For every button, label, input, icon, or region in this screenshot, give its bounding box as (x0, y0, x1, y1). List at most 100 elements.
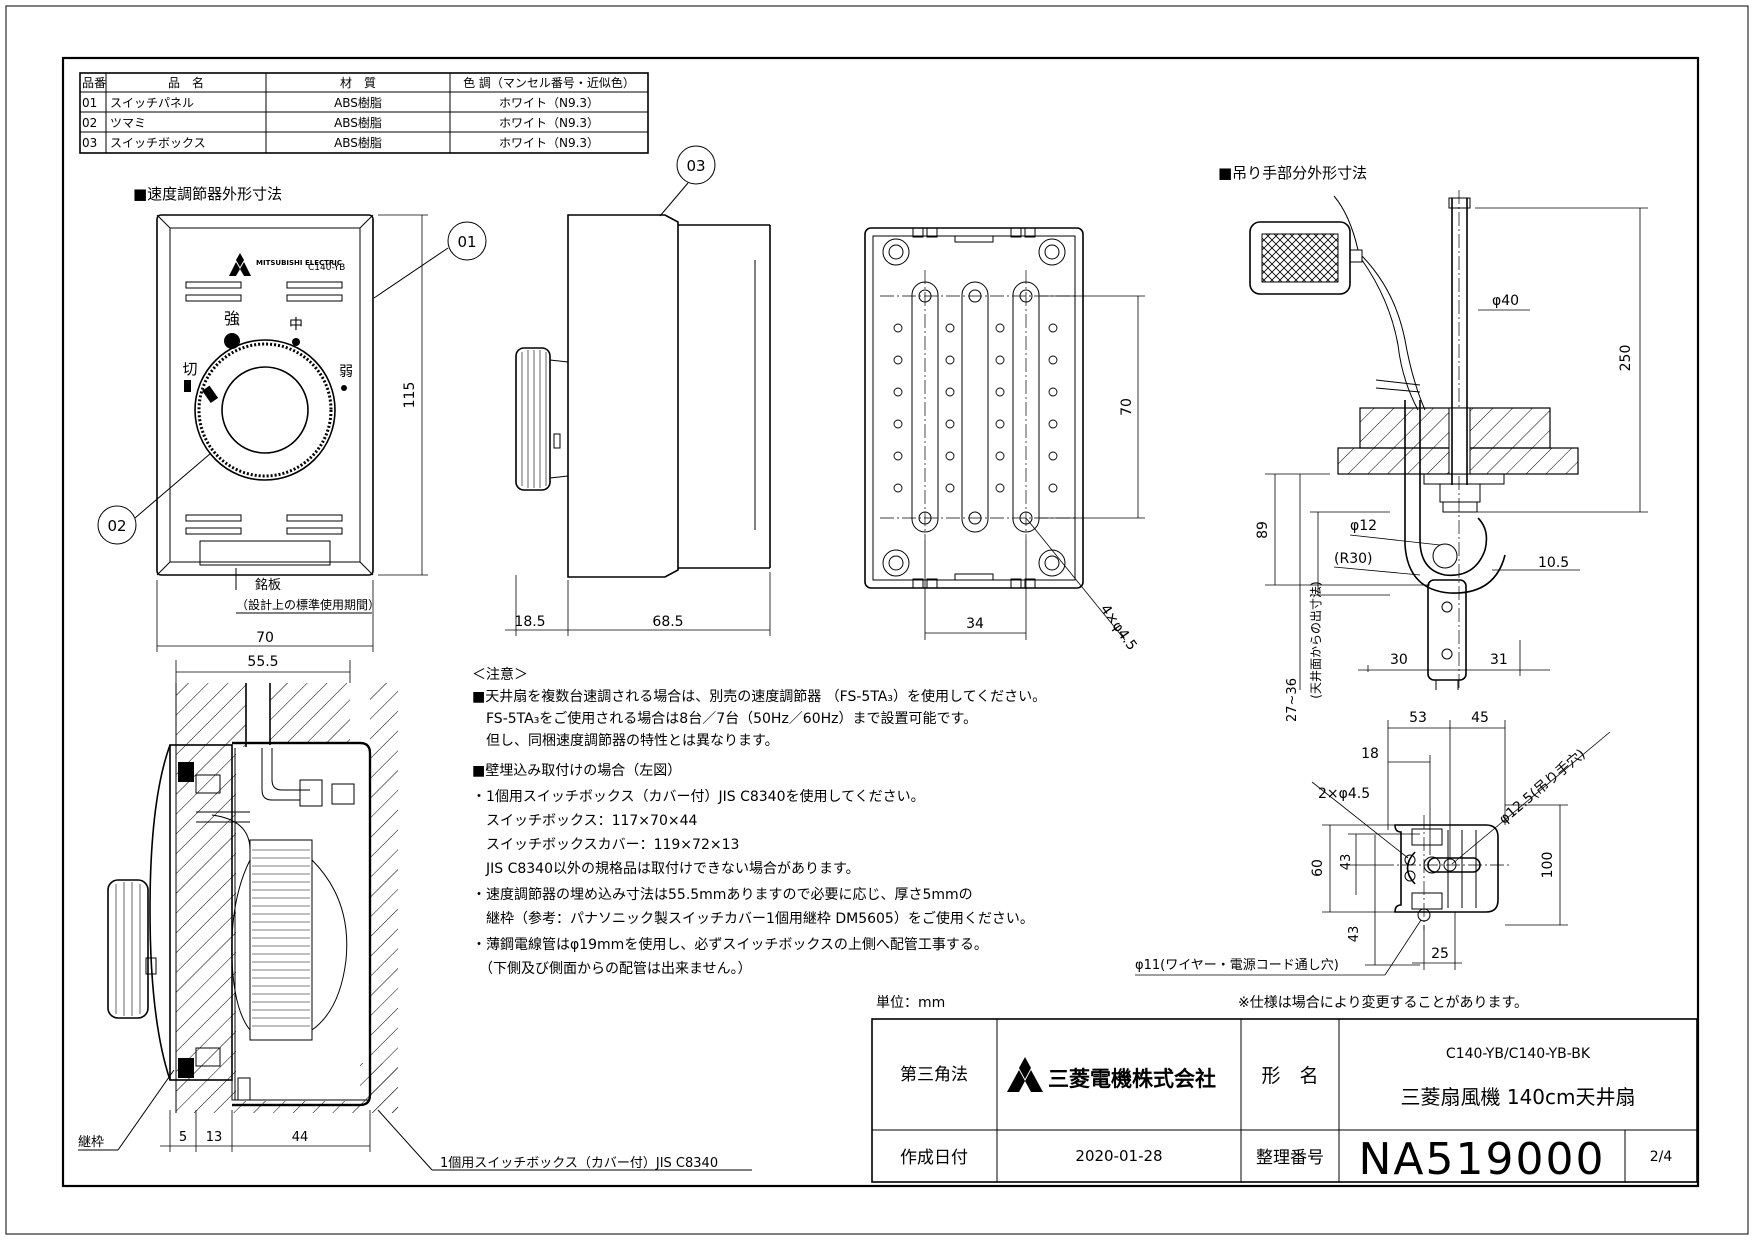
svg-text:01: 01 (457, 233, 476, 251)
knob-center (221, 366, 309, 454)
dim-hanger-30: 30 (1390, 652, 1408, 668)
side-view: 03 18.5 68.5 (505, 145, 771, 636)
table-row-2-color: ホワイト（N9.3） (499, 116, 599, 130)
label-switch-box: 1個用スイッチボックス（カバー付）JIS C8340 (440, 1156, 718, 1171)
dim-hanger-length: 250 (1618, 345, 1634, 372)
label-medium: 中 (289, 317, 303, 333)
dim-section-d3: 44 (292, 1130, 309, 1145)
table-row-2-number: 02 (82, 116, 97, 130)
svg-text:03: 03 (686, 157, 705, 175)
dim-top-holes: 2×φ4.5 (1318, 786, 1370, 802)
drawing-number: NA519000 (1359, 1134, 1606, 1185)
side-knob (515, 347, 551, 491)
company-name: 三菱電機株式会社 (1048, 1067, 1216, 1091)
model-code: C140-YB/C140-YB-BK (1446, 1046, 1591, 1062)
note-line-3: FS-5TA₃をご使用される場合は8台／7台（50Hz／60Hz）まで設置可能で… (472, 710, 977, 727)
callout-03 (676, 145, 716, 185)
medium-dot-icon (292, 338, 300, 346)
title-block: 第三角法 三菱電機株式会社 形 名 C140-YB/C140-YB-BK 三菱扇… (871, 1018, 1698, 1185)
parts-table: 品番 品 名 材 質 色 調（マンセル番号・近似色） 01 スイッチパネル AB… (79, 72, 649, 154)
note-line-9: JIS C8340以外の規格品は取付けできない場合があります。 (472, 861, 860, 877)
note-line-10: ・速度調節器の埋め込み寸法は55.5mmありますので必要に応じ、厚さ5mmの (472, 886, 973, 903)
table-row-1-color: ホワイト（N9.3） (499, 96, 599, 110)
dim-top-43a: 43 (1339, 854, 1354, 871)
back-view: 70 34 4×φ4.5 (864, 227, 1145, 654)
front-brand-text: MITSUBISHI ELECTRIC (256, 259, 342, 267)
svg-text:02: 02 (107, 517, 126, 535)
dim-top-18: 18 (1361, 746, 1379, 762)
dim-back-height: 70 (1119, 398, 1135, 416)
dim-hanger-105: 10.5 (1538, 555, 1569, 571)
outer-border (5, 5, 1749, 1235)
note-line-1: ＜注意＞ (472, 666, 528, 683)
dim-back-width: 34 (966, 616, 984, 632)
dim-hanger-31: 31 (1490, 652, 1508, 668)
dim-top-wire-hole: φ11(ワイヤー・電源コード通し穴) (1135, 958, 1339, 973)
note-line-4: 但し、同梱速度調節器の特性とは異なります。 (472, 732, 779, 749)
dim-front-height: 115 (402, 382, 418, 409)
note-line-2: ■天井扇を複数台速調される場合は、別売の速度調節器 （FS-5TA₃）を使用して… (472, 688, 1046, 705)
off-marker-icon (184, 380, 191, 392)
product-name: 三菱扇風機 140cm天井扇 (1400, 1085, 1635, 1109)
table-row-1-number: 01 (82, 96, 97, 110)
table-row-3-name: スイッチボックス (110, 136, 206, 150)
dim-top-43b: 43 (1347, 926, 1362, 943)
dim-top-45: 45 (1471, 710, 1489, 726)
weak-dot-icon (341, 385, 347, 391)
note-line-11: 継枠（参考：パナソニック製スイッチカバー1個用継枠 DM5605）をご使用くださ… (472, 910, 1034, 927)
callout-01 (447, 221, 487, 261)
note-line-12: ・薄鋼電線管はφ19mmを使用し、必ずスイッチボックスの上側へ配管工事する。 (472, 936, 988, 953)
number-label: 整理番号 (1256, 1148, 1324, 1168)
strong-dot-icon (224, 333, 240, 349)
table-row-1-material: ABS樹脂 (334, 95, 382, 110)
date-label: 作成日付 (900, 1148, 968, 1168)
nameplate-label: 銘板 (255, 578, 281, 593)
table-row-3-number: 03 (82, 136, 97, 150)
controller-section-title: ■速度調節器外形寸法 (133, 185, 282, 203)
dim-section-d2: 13 (206, 1130, 223, 1145)
nameplate-note: （設計上の標準使用期間） (236, 597, 380, 612)
dim-side-depth: 68.5 (652, 614, 683, 630)
model-label: 形 名 (1261, 1065, 1318, 1087)
dim-back-holes: 4×φ4.5 (1097, 602, 1140, 654)
dim-hanger-rod: φ40 (1492, 293, 1519, 309)
drawing-frame (61, 56, 1700, 1188)
unit-label: 単位：mm (876, 995, 945, 1011)
dim-top-25: 25 (1431, 946, 1449, 962)
label-strong: 強 (224, 309, 240, 328)
notes-block: ＜注意＞ ■天井扇を複数台速調される場合は、別売の速度調節器 （FS-5TA₃）… (472, 666, 1046, 977)
hanger-top-view: 53 45 18 2×φ4.5 φ12.5(吊り手穴) 60 43 43 100… (1135, 710, 1611, 976)
section-view: 55.5 5 13 44 継枠 1個用スイッチボックス（カバー付）JIS C83… (78, 654, 752, 1171)
table-header-number: 品番 (82, 76, 106, 90)
table-row-3-color: ホワイト（N9.3） (499, 136, 599, 150)
dim-hanger-27-36-note: (天井面からの出寸法) (1309, 581, 1323, 698)
page-number: 2/4 (1650, 1149, 1673, 1165)
hanger-section-title: ■吊り手部分外形寸法 (1218, 164, 1367, 182)
front-view: MITSUBISHI ELECTRIC C140-YB 強 中 弱 切 01 0… (97, 214, 487, 652)
mitsubishi-logo-icon (229, 253, 251, 276)
dim-top-53: 53 (1409, 710, 1427, 726)
dim-section-d1: 5 (179, 1130, 187, 1145)
table-header-material: 材 質 (340, 75, 376, 90)
table-row-2-material: ABS樹脂 (334, 115, 382, 130)
company-logo-icon (1007, 1057, 1043, 1092)
spec-note: ※仕様は場合により変更することがあります。 (1238, 994, 1528, 1011)
dim-top-60: 60 (1310, 859, 1326, 877)
label-off: 切 (182, 360, 197, 378)
note-line-7: スイッチボックス：117×70×44 (472, 813, 697, 829)
dim-side-knob: 18.5 (514, 614, 545, 630)
table-header-color: 色 調（マンセル番号・近似色） (463, 76, 635, 90)
dim-hanger-27-36: 27~36 (1285, 678, 1300, 722)
dim-top-100: 100 (1540, 852, 1556, 879)
dim-hanger-phi12: φ12 (1350, 518, 1377, 534)
table-row-1-name: スイッチパネル (110, 96, 194, 110)
section-knob (107, 879, 149, 1019)
dim-section-width: 55.5 (247, 654, 278, 670)
knob-pointer-icon (202, 385, 219, 404)
projection-label: 第三角法 (900, 1065, 968, 1085)
knob-outer (194, 339, 336, 481)
dim-front-width: 70 (256, 630, 274, 646)
note-line-6: ・1個用スイッチボックス（カバー付）JIS C8340を使用してください。 (472, 788, 925, 805)
note-line-8: スイッチボックスカバー：119×72×13 (472, 837, 739, 853)
